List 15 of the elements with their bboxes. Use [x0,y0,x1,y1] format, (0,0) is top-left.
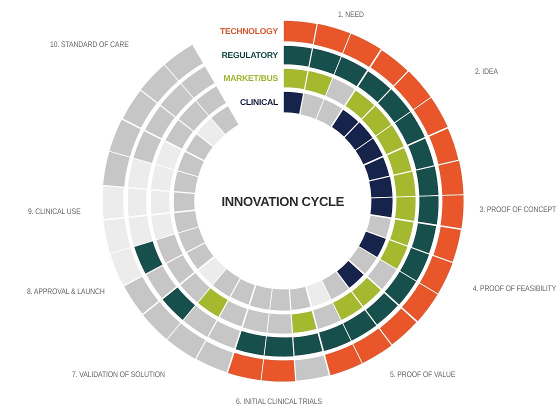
stage-label: 1. NEED [338,10,364,19]
stage-label: 10. STANDARD OF CARE [50,40,129,49]
stage-label: 5. PROOF OF VALUE [390,370,456,379]
stage-label: 4. PROOF OF FEASIBILITY [472,284,556,293]
stage-label: 6. INITIAL CLINICAL TRIALS [236,397,322,406]
stage-label: 7. VALIDATION OF SOLUTION [72,370,165,379]
stage-label: 3. PROOF OF CONCEPT [479,205,556,214]
stage-label: 8. APPROVAL & LAUNCH [27,287,105,296]
ring-legend-label: CLINICAL [240,97,278,107]
stage-label: 9. CLINICAL USE [28,207,81,216]
ring-legend-label: TECHNOLOGY [220,26,278,36]
ring-legend-label: REGULATORY [222,50,278,60]
stage-label: 2. IDEA [475,67,498,76]
ring-legend-label: MARKET/BUS [223,73,278,83]
diagram-title: INNOVATION CYCLE [222,194,344,208]
